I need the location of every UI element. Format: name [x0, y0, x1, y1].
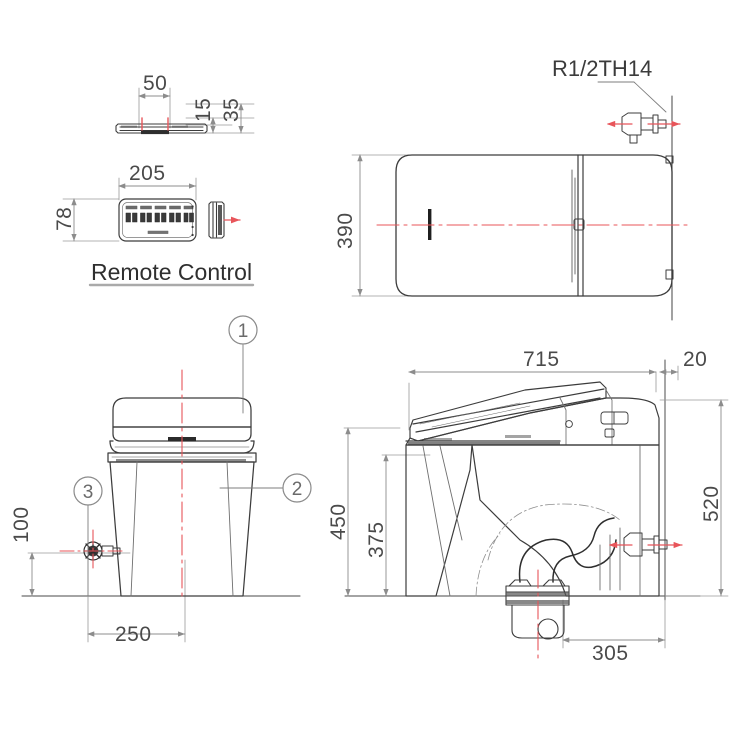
balloon-text-3: 3 — [83, 482, 94, 503]
dim-text-rc-35: 35 — [220, 98, 243, 122]
view-remote-side — [115, 87, 255, 135]
dim-text-side-715: 715 — [523, 348, 560, 371]
plan-supply-valve — [621, 112, 667, 144]
dim-text-front-250: 250 — [115, 623, 152, 646]
dim-text-side-520: 520 — [700, 485, 723, 522]
dim-text-rc-15: 15 — [192, 98, 215, 122]
balloon-circle-3 — [73, 476, 103, 506]
dim-text-side-375: 375 — [365, 521, 388, 558]
dim-text-rc-50: 50 — [143, 72, 167, 95]
remote-control-caption: Remote Control — [91, 259, 252, 285]
view-front — [21, 315, 312, 643]
view-remote-edge — [208, 201, 241, 239]
dim-text-front-100: 100 — [10, 506, 33, 543]
leader-thread-spec — [597, 81, 667, 113]
annotation-thread-spec: R1/2TH14 — [552, 56, 652, 81]
dim-text-side-20: 20 — [683, 348, 707, 371]
dim-text-plan-390: 390 — [334, 212, 357, 249]
balloon-text-2: 2 — [292, 479, 303, 500]
balloon-text-1: 1 — [238, 321, 249, 342]
view-remote-front — [62, 177, 197, 242]
view-side — [343, 359, 729, 661]
dim-text-rc-205: 205 — [129, 162, 166, 185]
dim-text-side-305: 305 — [592, 642, 629, 665]
dim-text-rc-78: 78 — [53, 207, 76, 231]
view-plan — [351, 81, 691, 321]
balloon-circle-1 — [228, 315, 258, 345]
balloon-circle-2 — [282, 473, 312, 503]
dim-text-side-450: 450 — [327, 503, 350, 540]
